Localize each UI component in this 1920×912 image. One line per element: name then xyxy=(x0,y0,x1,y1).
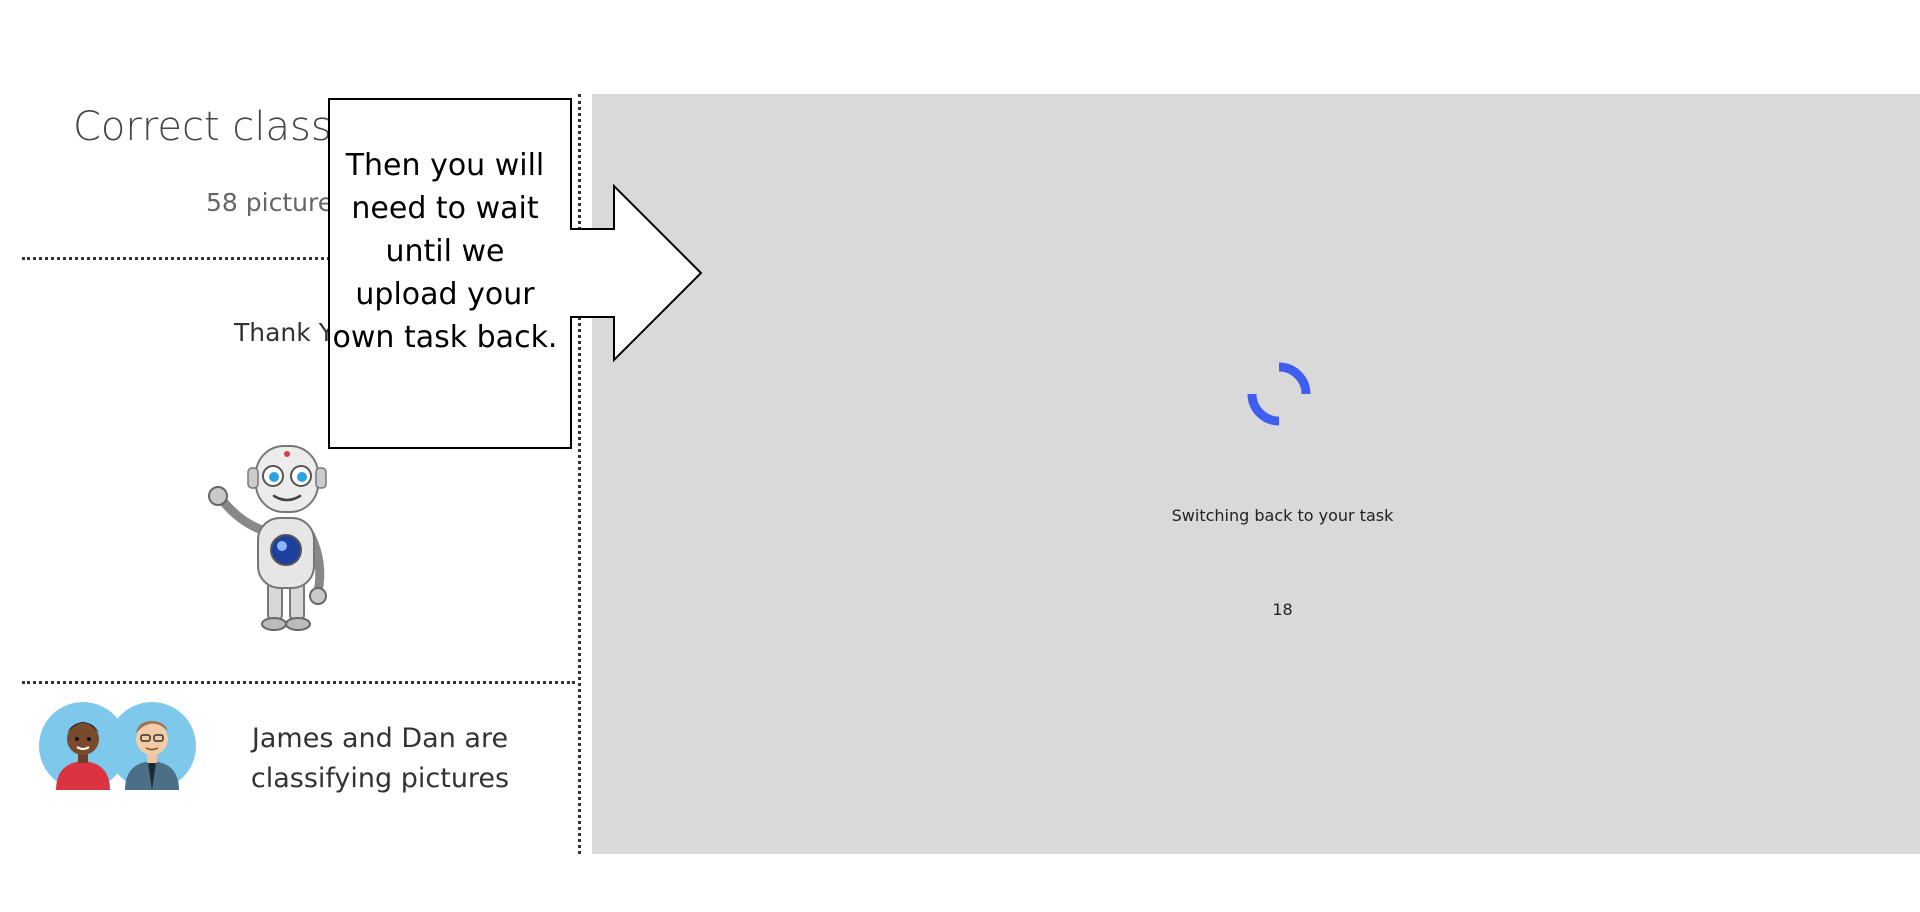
status-message: Switching back to your task xyxy=(1171,506,1394,525)
divider-top xyxy=(22,257,575,260)
countdown-counter: 18 xyxy=(1272,600,1293,619)
robot-mascot xyxy=(208,445,327,631)
user-avatar-dan xyxy=(108,702,196,790)
panel-divider xyxy=(578,94,581,854)
collaborator-avatars xyxy=(39,702,196,790)
picture-count: 58 pictures xyxy=(206,188,347,217)
left-panel: Correct classif 58 pictures Thank Yo xyxy=(0,94,582,854)
divider-bottom xyxy=(22,681,575,684)
tutorial-callout-arrow xyxy=(328,98,703,449)
loading-spinner-icon xyxy=(1247,362,1311,426)
tutorial-callout-text: Then you will need to wait until we uplo… xyxy=(332,148,558,355)
user-avatar-james xyxy=(39,702,127,790)
page-title: Correct classif xyxy=(73,104,357,150)
thank-you-text: Thank Yo xyxy=(234,318,346,347)
collaborators-text: James and Dan are classifying pictures xyxy=(250,723,510,794)
task-switch-panel: Switching back to your task 18 xyxy=(592,94,1920,854)
